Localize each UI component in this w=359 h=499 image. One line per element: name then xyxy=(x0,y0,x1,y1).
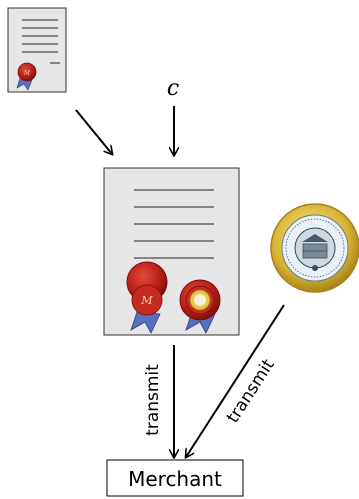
treasury-coin-icon xyxy=(270,203,359,293)
small-seal-icon: M xyxy=(16,62,37,91)
input-symbol-c: c xyxy=(167,76,179,101)
merchant-seal-letter: M xyxy=(140,294,153,307)
large-document-icon: M xyxy=(103,167,240,336)
transmit-label-right: transmit xyxy=(223,356,279,427)
merchant-seal-icon: M xyxy=(126,261,168,334)
arrow-transmit-coin xyxy=(186,304,285,457)
transmit-label-left: transmit xyxy=(143,364,163,436)
merchant-label: Merchant xyxy=(128,467,222,491)
small-document-icon: M xyxy=(7,7,67,93)
merchant-box: Merchant xyxy=(106,459,244,497)
arrow-doc-to-doc xyxy=(75,109,112,154)
small-seal-letter: M xyxy=(23,70,31,77)
coin-seal-icon xyxy=(179,279,221,334)
